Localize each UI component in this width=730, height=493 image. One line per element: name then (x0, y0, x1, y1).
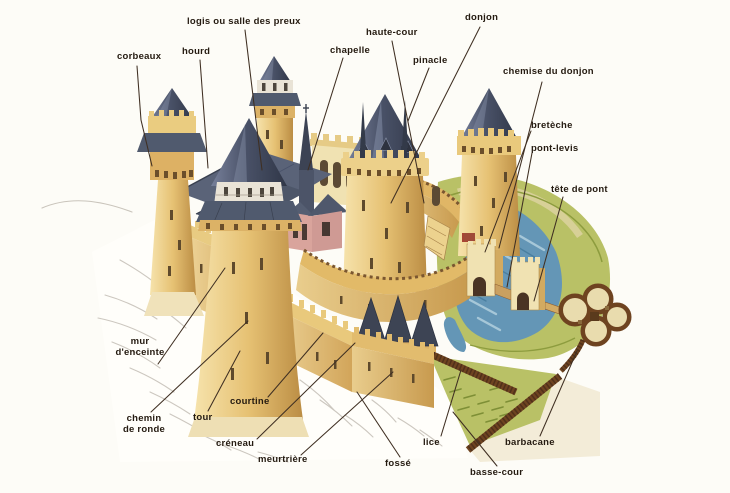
palisade-fence (424, 338, 586, 453)
label-lice: lice (423, 437, 440, 448)
chapel (284, 104, 348, 252)
label-basse-cour: basse-cour (470, 467, 524, 478)
label-tete-de-pont: tête de pont (551, 184, 608, 195)
label-chapelle: chapelle (330, 45, 371, 56)
label-pinacle: pinacle (413, 55, 448, 66)
label-fosse: fossé (385, 458, 412, 469)
label-logis: logis ou salle des preux (187, 16, 301, 27)
label-breteche: bretèche (531, 120, 573, 131)
label-hourd: hourd (182, 46, 211, 57)
label-barbacane: barbacane (505, 437, 555, 448)
label-tour: tour (193, 412, 213, 423)
label-haute-cour: haute-cour (366, 27, 418, 38)
donjon-tower (341, 94, 429, 292)
leader-lines (136, 26, 578, 467)
label-pont-levis: pont-levis (531, 143, 579, 154)
gatehouses (464, 233, 545, 311)
label-chemin-de-ronde: chemin de ronde (122, 413, 166, 435)
label-donjon: donjon (465, 12, 499, 23)
label-mur-denceinte: mur d'enceinte (115, 336, 165, 358)
corbeaux-tower (137, 88, 207, 316)
label-meurtriere: meurtrière (258, 454, 308, 465)
label-courtine: courtine (230, 396, 270, 407)
label-chemise-du-donjon: chemise du donjon (503, 66, 594, 77)
label-corbeaux: corbeaux (117, 51, 162, 62)
barbacane (544, 283, 632, 347)
bailey-field (430, 356, 600, 462)
right-tower (457, 88, 521, 256)
chemise-wall (296, 215, 471, 322)
front-tower (188, 118, 309, 437)
label-creneau: créneau (216, 438, 255, 449)
